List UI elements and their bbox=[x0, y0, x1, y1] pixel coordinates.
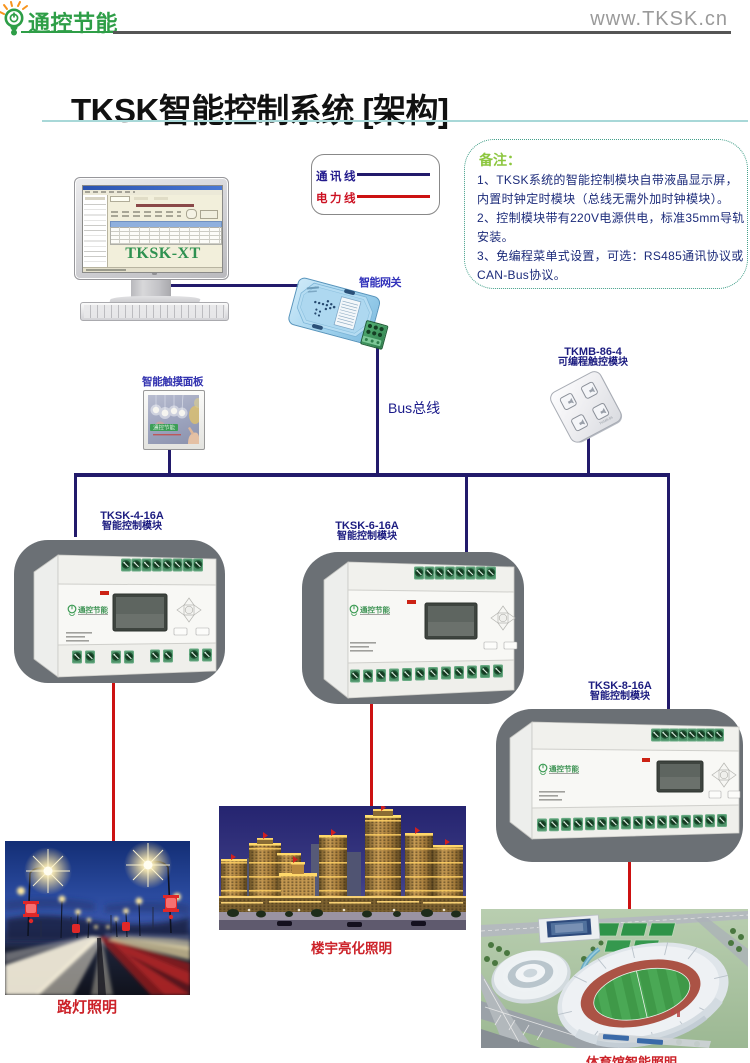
svg-text:通控节能: 通控节能 bbox=[153, 424, 176, 432]
svg-text:TKMB-86: TKMB-86 bbox=[599, 415, 614, 425]
